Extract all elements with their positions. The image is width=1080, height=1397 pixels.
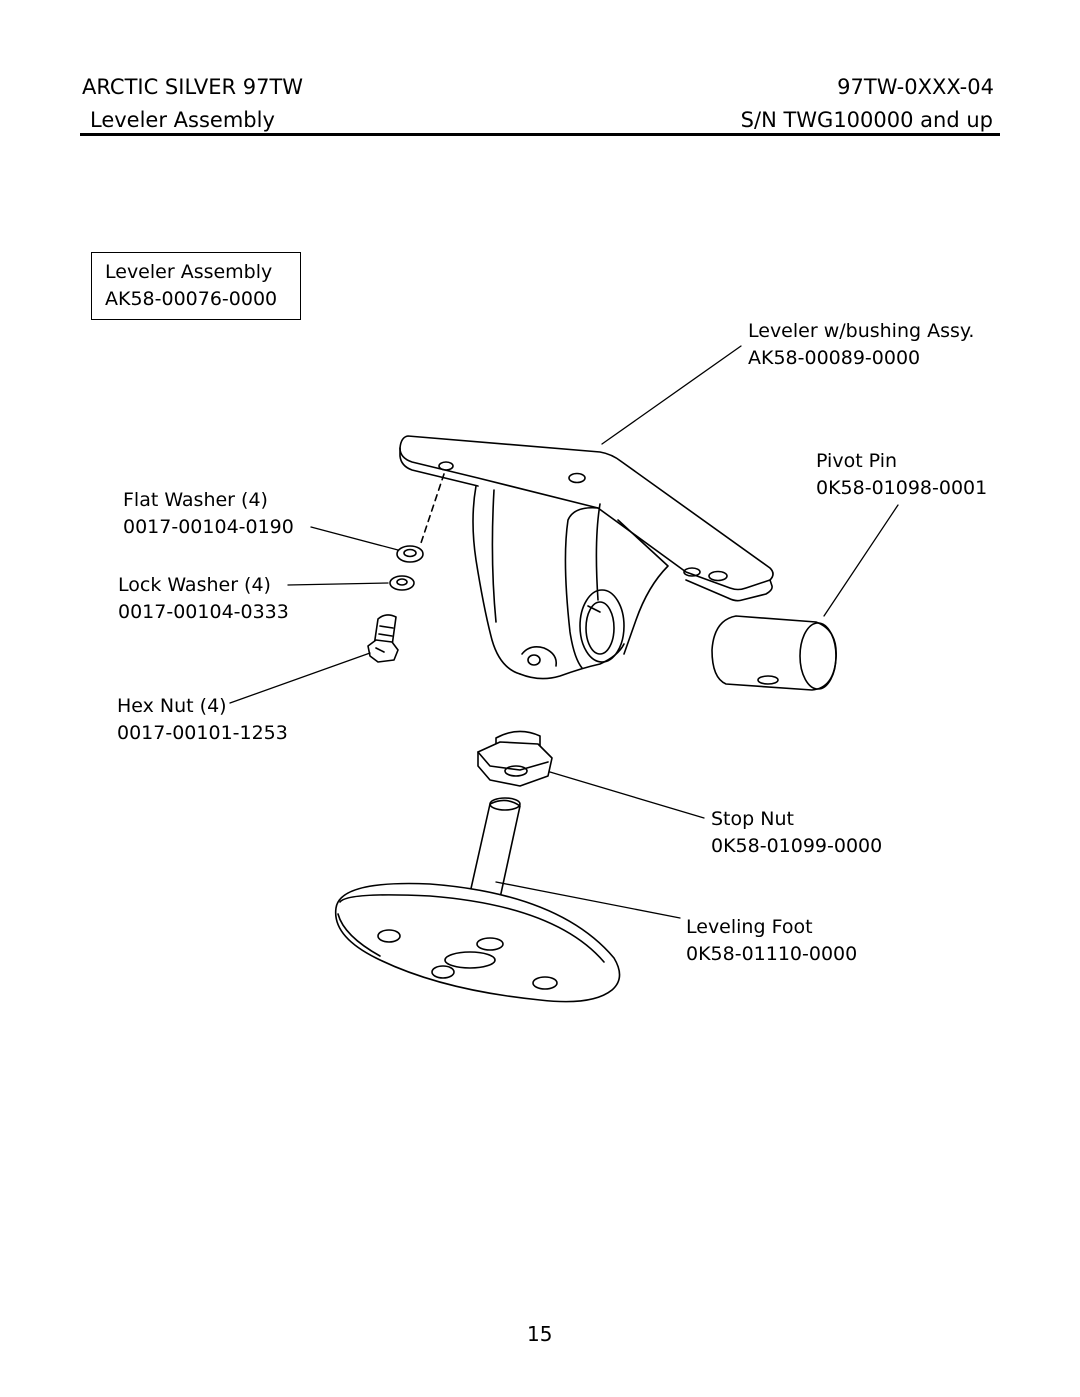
section-title: Leveler Assembly <box>90 108 275 132</box>
hex-bolt-part <box>367 614 399 663</box>
stop-nut-part-number: 0K58-01099-0000 <box>711 835 883 857</box>
pivot-pin-name: Pivot Pin <box>816 450 898 472</box>
leader-flat-washer <box>310 526 399 551</box>
lock-washer-label: Lock Washer (4) 0017-00104-0333 <box>118 572 289 626</box>
page-number: 15 <box>527 1322 553 1346</box>
leveling-foot-name: Leveling Foot <box>686 916 813 938</box>
flat-washer-name: Flat Washer (4) <box>123 489 268 511</box>
stop-nut-label: Stop Nut 0K58-01099-0000 <box>711 806 882 860</box>
leveler-bushing-part-number: AK58-00089-0000 <box>748 347 921 369</box>
alignment-line <box>419 473 445 547</box>
stop-nut-part <box>477 730 553 787</box>
assembly-callout-box: Leveler Assembly AK58-00076-0000 <box>91 252 301 320</box>
assembly-name: Leveler Assembly <box>105 261 273 283</box>
product-title: ARCTIC SILVER 97TW <box>82 75 304 99</box>
leader-leveler-bushing <box>601 345 742 445</box>
pivot-pin-part <box>711 615 837 691</box>
model-code: 97TW-0XXX-04 <box>837 75 994 99</box>
leader-pivot-pin <box>823 504 899 617</box>
leader-lines <box>229 345 899 919</box>
hex-nut-label: Hex Nut (4) 0017-00101-1253 <box>117 693 288 747</box>
pivot-pin-label: Pivot Pin 0K58-01098-0001 <box>816 448 987 502</box>
assembly-part-number: AK58-00076-0000 <box>105 288 278 310</box>
lock-washer-part <box>389 575 415 591</box>
serial-range: S/N TWG100000 and up <box>740 108 993 132</box>
leader-hex-nut <box>229 652 371 704</box>
leveling-foot-label: Leveling Foot 0K58-01110-0000 <box>686 914 857 968</box>
leader-stop-nut <box>549 771 705 819</box>
leveler-bushing-name: Leveler w/bushing Assy. <box>748 320 975 342</box>
leader-leveling-foot <box>495 881 681 919</box>
flat-washer-label: Flat Washer (4) 0017-00104-0190 <box>123 487 294 541</box>
header-rule <box>80 133 1000 136</box>
leveling-foot-part-number: 0K58-01110-0000 <box>686 943 858 965</box>
lock-washer-name: Lock Washer (4) <box>118 574 271 596</box>
stop-nut-name: Stop Nut <box>711 808 794 830</box>
leveling-foot-part <box>334 797 621 1003</box>
leveler-bushing-label: Leveler w/bushing Assy. AK58-00089-0000 <box>748 318 974 372</box>
flat-washer-part <box>396 545 424 563</box>
flat-washer-part-number: 0017-00104-0190 <box>123 516 294 538</box>
hex-nut-name: Hex Nut (4) <box>117 695 227 717</box>
leveler-bracket <box>399 435 774 680</box>
lock-washer-part-number: 0017-00104-0333 <box>118 601 289 623</box>
pivot-pin-part-number: 0K58-01098-0001 <box>816 477 988 499</box>
leader-lock-washer <box>287 582 389 586</box>
hex-nut-part-number: 0017-00101-1253 <box>117 722 288 744</box>
